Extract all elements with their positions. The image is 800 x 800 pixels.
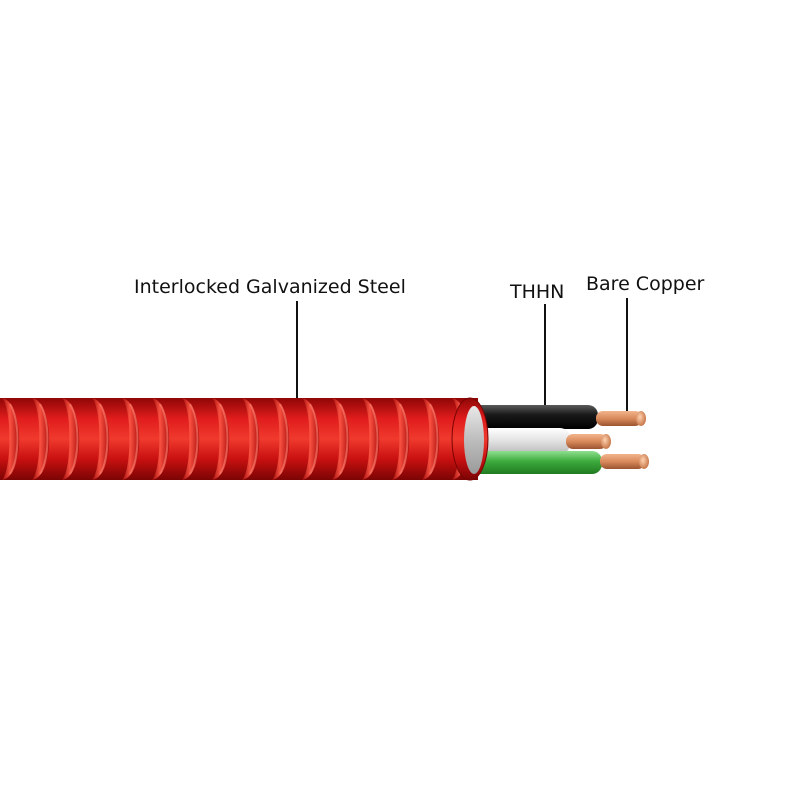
green-conductor xyxy=(470,451,602,474)
copper-core-white xyxy=(566,434,607,449)
steel-armor xyxy=(0,397,489,481)
armor-ridge-highlight xyxy=(9,403,19,475)
armor-ridge-highlight xyxy=(369,403,379,475)
armor-ridge-highlight xyxy=(129,403,139,475)
black-conductor xyxy=(470,405,598,429)
white-conductor xyxy=(470,428,570,454)
label-bare-copper: Bare Copper xyxy=(586,273,705,295)
armor-ridge-highlight xyxy=(309,403,319,475)
label-thhn: THHN xyxy=(510,281,565,303)
armor-ridge-highlight xyxy=(189,403,199,475)
armor-ridge-highlight xyxy=(429,403,439,475)
armor-ridge-highlight xyxy=(39,403,49,475)
label-interlocked-galvanized-steel: Interlocked Galvanized Steel xyxy=(134,276,406,298)
copper-end-black xyxy=(636,411,646,426)
armor-ridge-highlight xyxy=(249,403,259,475)
conductors xyxy=(470,405,649,474)
copper-end-white xyxy=(601,434,611,449)
armor-ridge-highlight xyxy=(399,403,409,475)
armor-ridge-highlight xyxy=(339,403,349,475)
armor-ridge-highlight xyxy=(69,403,79,475)
armor-ridge-highlight xyxy=(99,403,109,475)
copper-core-black xyxy=(596,411,642,426)
copper-end-green xyxy=(639,454,649,469)
armor-ridge-highlight xyxy=(279,403,289,475)
armor-ridge-highlight xyxy=(159,403,169,475)
copper-core-green xyxy=(600,454,645,469)
armor-ridge-highlight xyxy=(219,403,229,475)
